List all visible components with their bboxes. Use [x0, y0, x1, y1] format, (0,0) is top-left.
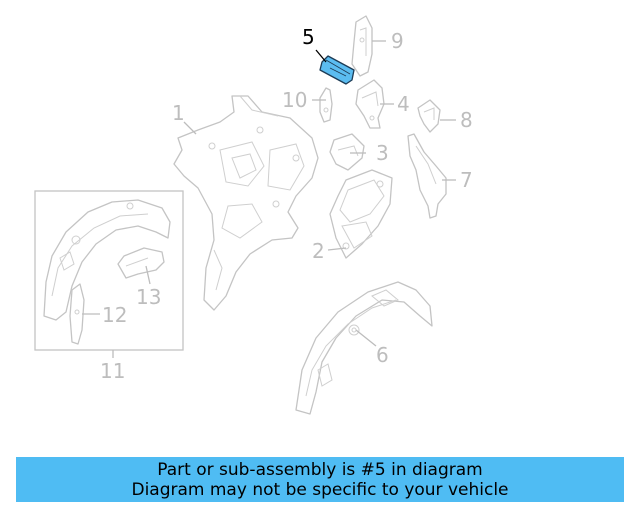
banner-line-1: Part or sub-assembly is #5 in diagram — [157, 459, 483, 480]
callout-1: 1 — [172, 101, 185, 125]
part-3-bracket — [329, 133, 365, 171]
leader-1 — [183, 121, 197, 135]
callout-labels: 1 2 3 4 5 6 7 8 9 10 11 12 13 — [100, 25, 473, 383]
callout-7: 7 — [460, 168, 473, 192]
part-10-clip — [319, 87, 333, 123]
callout-13: 13 — [136, 285, 161, 309]
callout-10: 10 — [282, 88, 307, 112]
part-4-bracket — [355, 79, 385, 129]
part-5-highlighted-bracket — [319, 55, 355, 85]
part-7-pillar-brace — [407, 133, 447, 219]
callout-3: 3 — [376, 141, 389, 165]
part-1-quarter-inner-panel — [173, 95, 319, 311]
part-6-wheel-arch-panel — [295, 281, 433, 415]
leader-2 — [327, 247, 347, 251]
leader-6 — [355, 329, 377, 347]
leader-lines — [82, 40, 456, 358]
callout-6: 6 — [376, 343, 389, 367]
part-9-bracket — [351, 15, 373, 77]
callout-4: 4 — [397, 92, 410, 116]
callout-11: 11 — [100, 359, 125, 383]
banner-line-2: Diagram may not be specific to your vehi… — [131, 479, 509, 500]
callout-12: 12 — [102, 303, 127, 327]
callout-9: 9 — [391, 29, 404, 53]
leader-13 — [145, 265, 151, 285]
part-2-reinforcement — [329, 169, 393, 259]
callout-8: 8 — [460, 108, 473, 132]
part-11-assembly-box — [34, 190, 184, 351]
parts-diagram: 1 2 3 4 5 6 7 8 9 10 11 12 13 — [34, 15, 473, 415]
part-8-bracket — [417, 99, 441, 133]
callout-2: 2 — [312, 239, 325, 263]
callout-5: 5 — [302, 25, 315, 49]
leader-5 — [315, 49, 327, 63]
part-info-banner: Part or sub-assembly is #5 in diagram Di… — [16, 457, 624, 502]
